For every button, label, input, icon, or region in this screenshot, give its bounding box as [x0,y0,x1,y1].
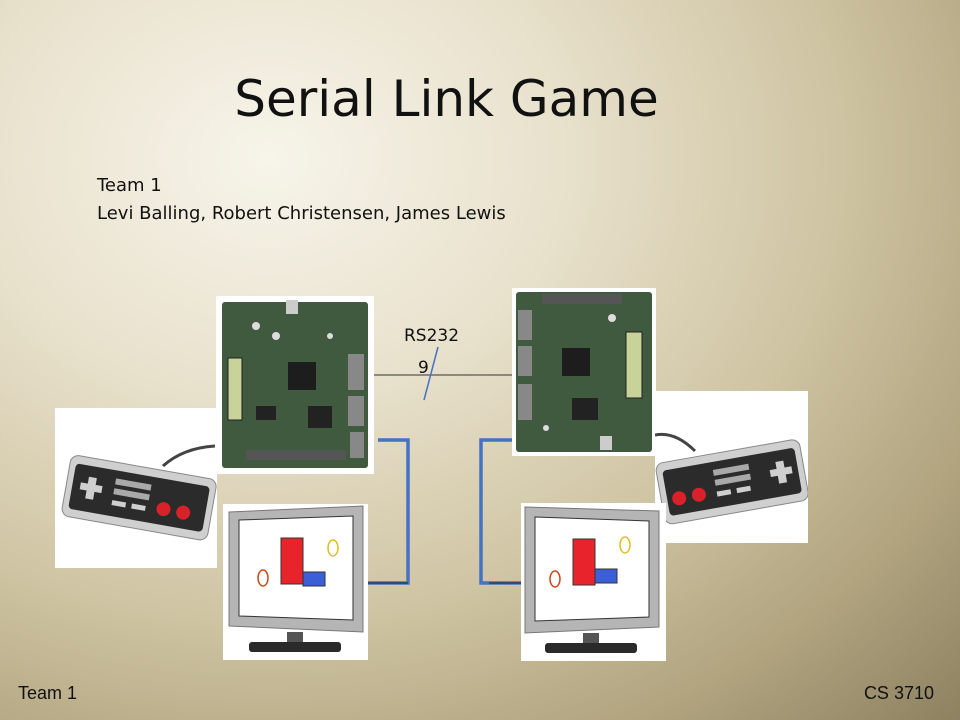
nes-controller-icon [655,391,808,543]
slide-title: Serial Link Game [234,70,659,128]
footer-team: Team 1 [18,683,78,703]
team-members: Levi Balling, Robert Christensen, James … [97,203,506,224]
team-name: Team 1 [97,175,162,196]
monitor-icon [521,503,666,661]
pin-count-label: 9 [418,358,429,378]
fpga-board-icon [216,296,374,474]
bus-slash-mark [423,346,439,401]
rs232-label: RS232 [404,326,460,346]
footer-course: CS 3710 [863,683,934,703]
monitor-icon [223,504,368,660]
nes-controller-icon [55,408,217,568]
fpga-board-icon [512,288,656,456]
